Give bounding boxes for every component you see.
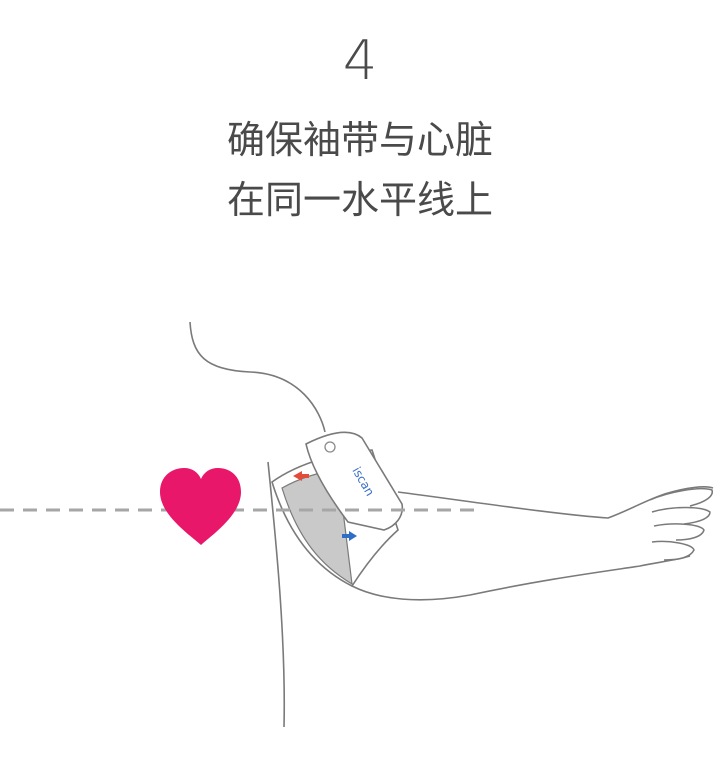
forearm-lower-outline xyxy=(351,555,691,601)
monitor-device xyxy=(305,431,404,531)
hand xyxy=(649,487,714,561)
monitor-button xyxy=(324,441,336,453)
step-number: 4 xyxy=(342,29,378,92)
heart-icon xyxy=(160,468,241,545)
instruction-line-1: 确保袖带与心脏 xyxy=(226,118,493,162)
instruction-line-2: 在同一水平线上 xyxy=(226,178,493,222)
forearm-upper-outline xyxy=(397,486,714,519)
instruction-text: 确保袖带与心脏 在同一水平线上 xyxy=(0,110,720,230)
torso-outline xyxy=(189,321,326,433)
cuff: iscan xyxy=(271,431,404,588)
side-body-outline xyxy=(267,461,286,728)
arrow-left-icon xyxy=(293,471,309,481)
arrow-right-icon xyxy=(342,531,357,541)
